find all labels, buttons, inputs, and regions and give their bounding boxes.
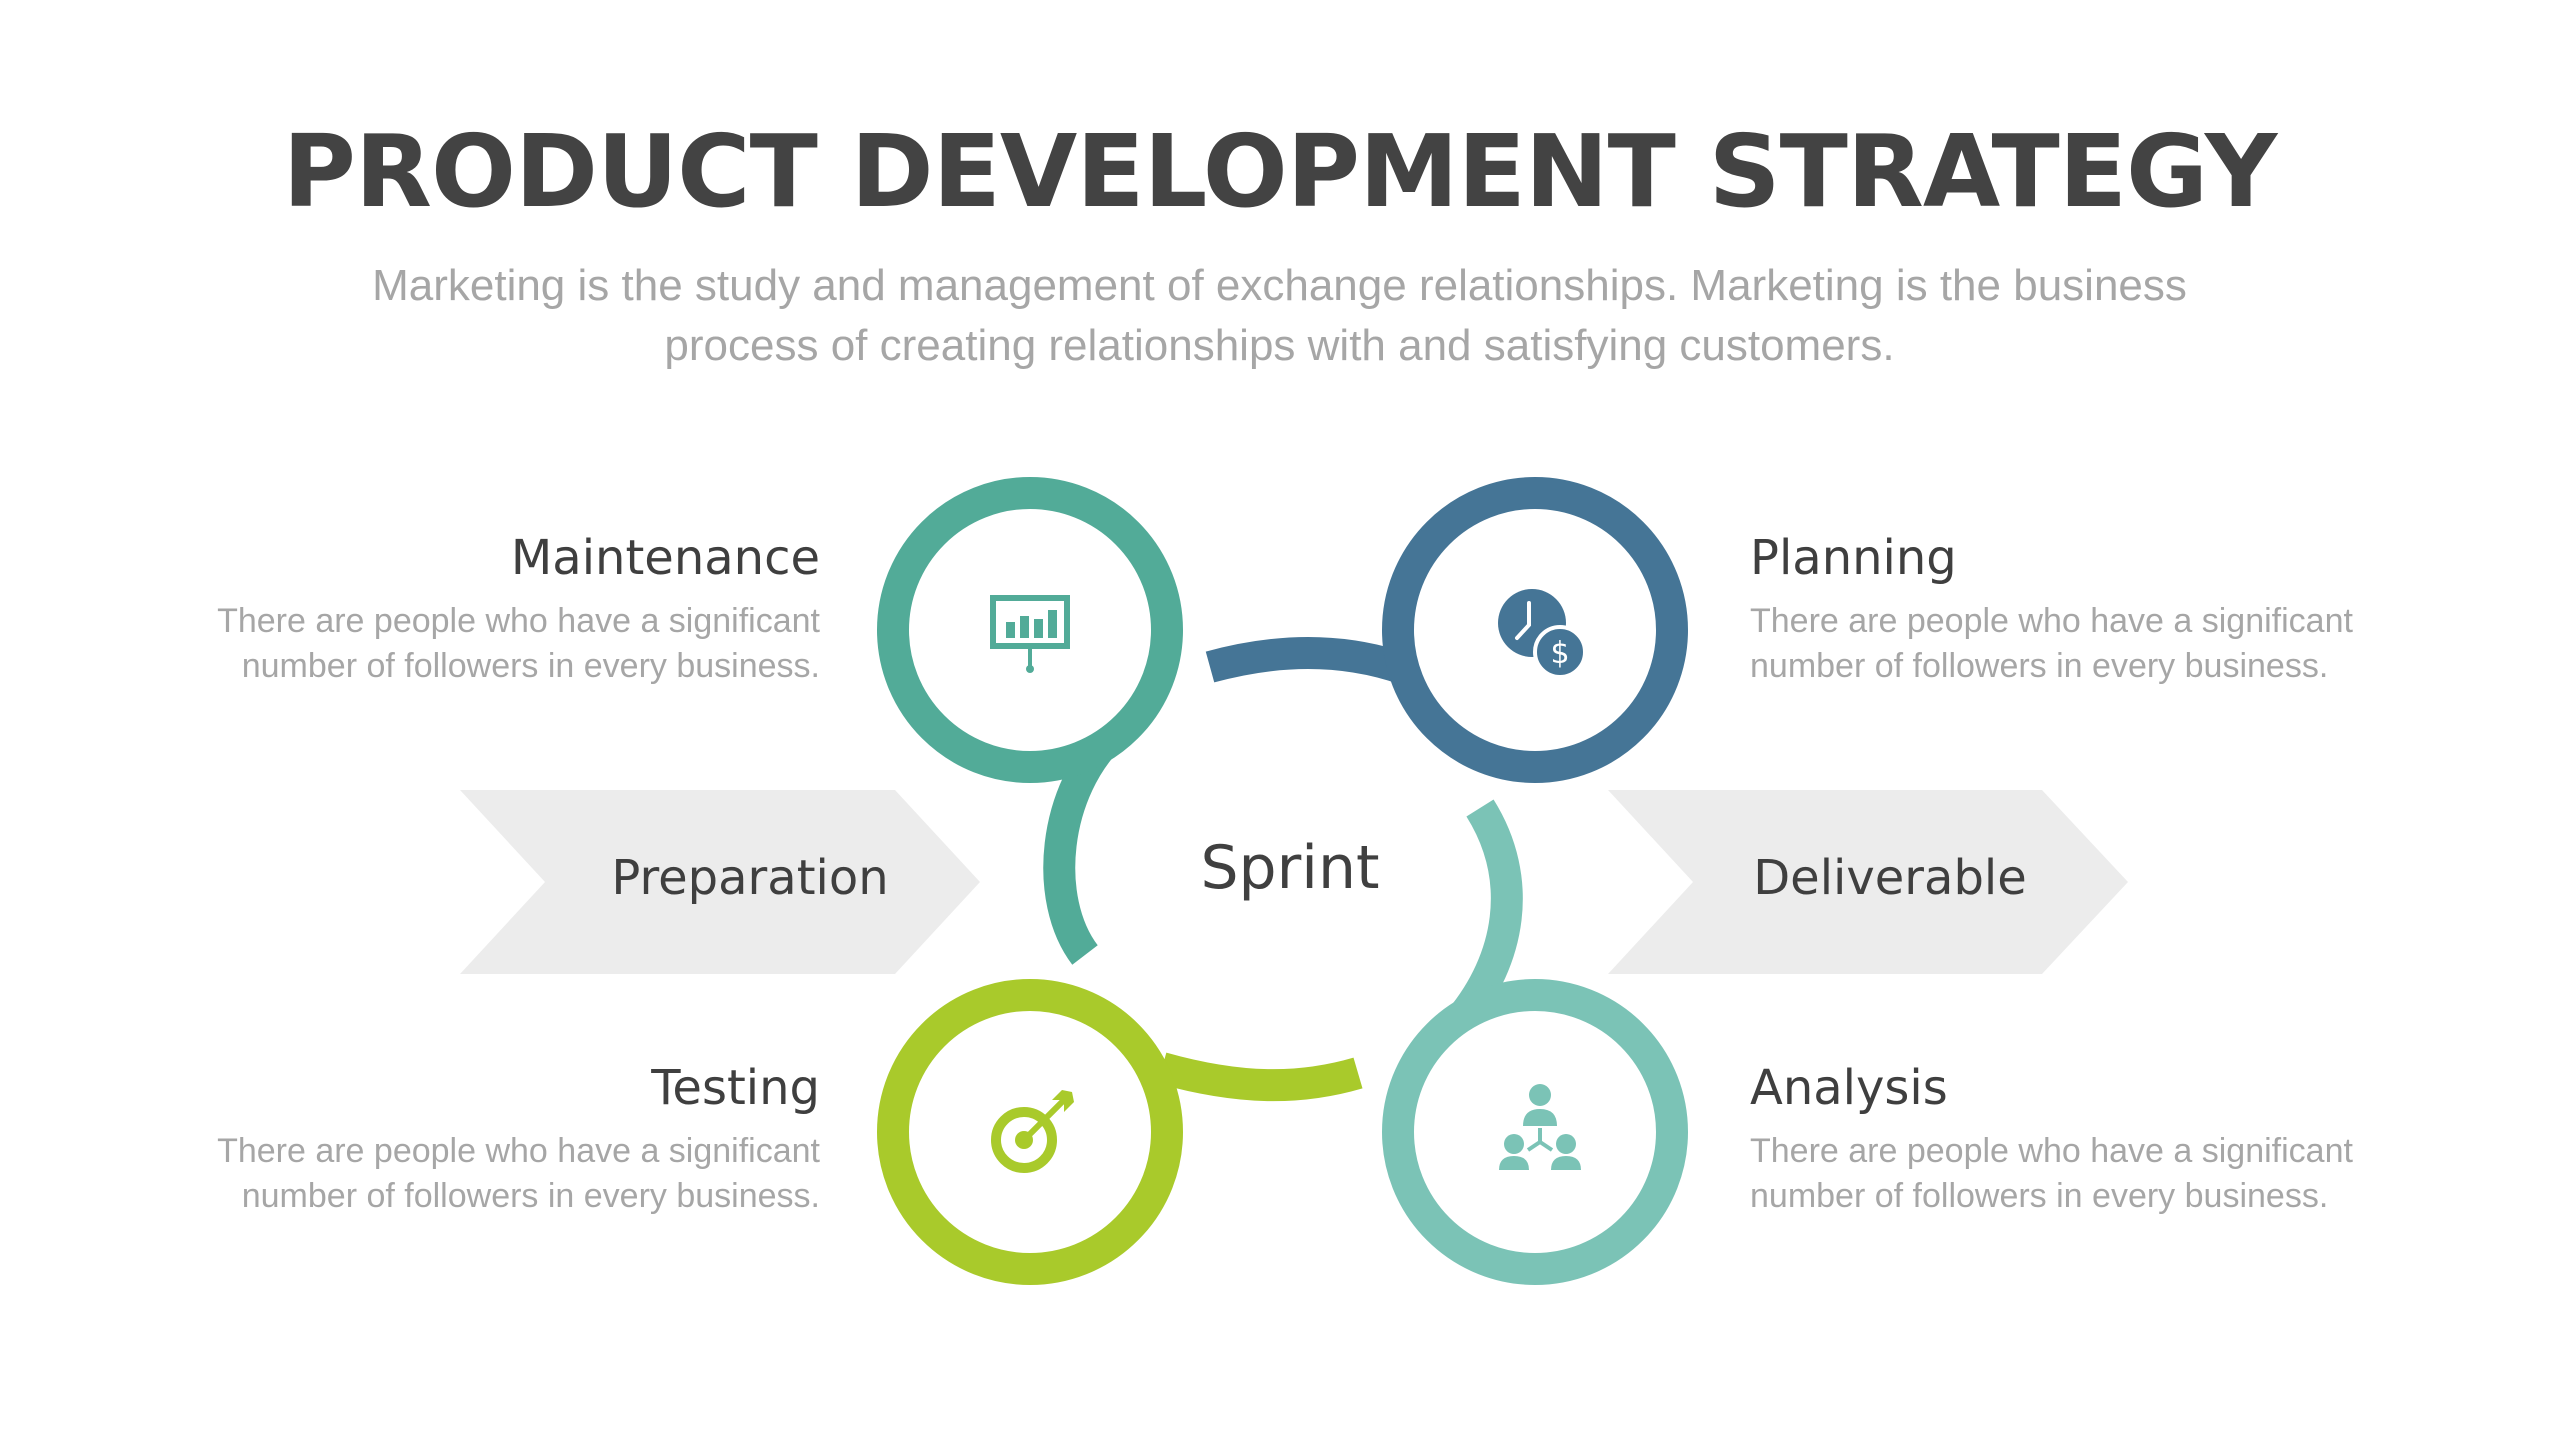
maintenance-title: Maintenance xyxy=(510,530,820,586)
presentation-chart-icon xyxy=(990,595,1070,673)
analysis-block: Analysis There are people who have a sig… xyxy=(1750,1057,2440,1219)
testing-block: Testing There are people who have a sign… xyxy=(130,1057,820,1219)
deliverable-arrow xyxy=(1608,790,2128,974)
time-money-icon: $ xyxy=(1498,589,1587,679)
maintenance-ring xyxy=(877,477,1183,783)
sprint-label: Sprint xyxy=(1200,833,1380,903)
arc-testing-connector xyxy=(1157,1052,1363,1102)
team-hierarchy-icon xyxy=(1499,1084,1581,1170)
page-title: PRODUCT DEVELOPMENT STRATEGY xyxy=(282,113,2278,230)
maintenance-block: Maintenance There are people who have a … xyxy=(130,527,820,689)
maintenance-description: There are people who have a significant … xyxy=(217,602,820,685)
preparation-arrow xyxy=(460,790,980,974)
analysis-title: Analysis xyxy=(1750,1060,1948,1116)
page-subtitle: Marketing is the study and management of… xyxy=(372,261,2187,370)
analysis-ring xyxy=(1382,979,1688,1285)
testing-description: There are people who have a significant … xyxy=(217,1132,820,1215)
planning-description: There are people who have a significant … xyxy=(1750,602,2353,685)
planning-block: Planning There are people who have a sig… xyxy=(1750,527,2440,689)
svg-text:$: $ xyxy=(1550,636,1569,671)
testing-title: Testing xyxy=(651,1060,820,1116)
deliverable-label: Deliverable xyxy=(1753,850,2027,906)
preparation-label: Preparation xyxy=(611,850,889,906)
target-icon xyxy=(991,1090,1074,1173)
analysis-description: There are people who have a significant … xyxy=(1750,1132,2353,1215)
planning-title: Planning xyxy=(1750,530,1957,586)
